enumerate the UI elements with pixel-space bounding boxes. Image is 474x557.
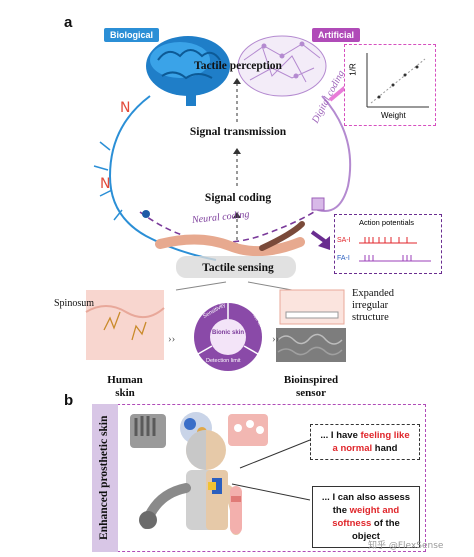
skin-icon-right xyxy=(228,414,268,446)
artificial-brain-icon xyxy=(237,35,327,97)
hand-icon-left xyxy=(130,414,166,448)
robot-figure-icon xyxy=(139,430,242,535)
sa-label: SA-I xyxy=(337,237,351,244)
resistance-plot: 1/R Weight xyxy=(344,44,436,126)
action-potentials-box: Action potentials SA-I FA-I xyxy=(334,214,442,274)
bubble1-pre: ... I have xyxy=(320,430,361,441)
biological-tag: Biological xyxy=(104,28,160,42)
svg-text:››: ›› xyxy=(168,333,175,345)
biological-brain-icon xyxy=(146,36,230,106)
bubble2-highlight: weight and softness xyxy=(332,505,400,529)
bioinspired-sensor-caption: Bioinspired sensor xyxy=(283,374,339,399)
wheel-detection-limit-label: Detection limit xyxy=(206,358,241,364)
bubble2-pre: ... I can also assess the xyxy=(321,492,411,516)
stage-signal-coding: Signal coding xyxy=(204,192,272,204)
feeling-speech-bubble: ... I have feeling like a normal hand xyxy=(310,424,420,460)
assess-speech-bubble: ... I can also assess the weight and sof… xyxy=(312,486,420,548)
bubble1-highlight: feeling like a normal xyxy=(332,430,410,454)
plot-x-label: Weight xyxy=(381,111,406,120)
stage-signal-transmission: Signal transmission xyxy=(189,126,287,138)
fa-label: FA-I xyxy=(337,255,350,262)
fingertip-icon xyxy=(230,486,242,534)
svg-text:Ν: Ν xyxy=(120,100,130,116)
svg-text:››: ›› xyxy=(272,333,279,345)
expanded-structure-label: Expanded irregular structure xyxy=(352,288,394,323)
bubble1-post: hand xyxy=(372,443,398,454)
resistance-plot-graphic xyxy=(366,53,429,108)
panel-b-letter: b xyxy=(64,392,74,409)
svg-text:Ν: Ν xyxy=(100,176,110,192)
side-label-bar xyxy=(92,404,118,552)
panel-a-letter: a xyxy=(64,14,73,31)
stage-tactile-perception: Tactile perception xyxy=(194,60,282,72)
artificial-tag: Artificial xyxy=(312,28,361,42)
action-potentials-title: Action potentials xyxy=(359,218,415,227)
wheel-center-label: Bionic skin xyxy=(212,330,245,336)
bubble2-post: of the object xyxy=(352,518,400,542)
spike-trains-graphic xyxy=(359,237,431,262)
spinosum-label: Spinosum xyxy=(54,298,95,309)
human-skin-caption: Human skin xyxy=(107,374,143,399)
stage-tactile-sensing: Tactile sensing xyxy=(202,262,274,274)
watermark: 知乎 @FlexSense xyxy=(368,541,444,551)
